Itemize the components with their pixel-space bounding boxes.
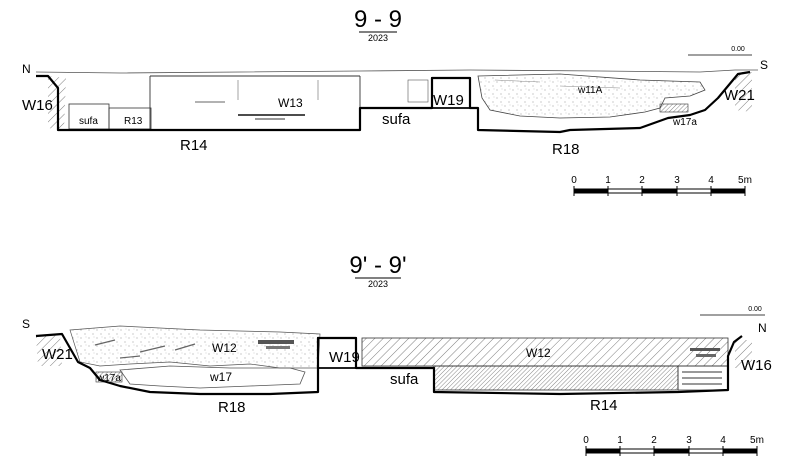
section-b-year: 2023 bbox=[368, 279, 388, 289]
section-9-9: 9 - 9 2023 0.00 N S W16 bbox=[22, 6, 768, 196]
scale-unit-label: 5m bbox=[750, 435, 764, 446]
label-w21: W21 bbox=[42, 346, 73, 363]
label-w12-right: W12 bbox=[526, 346, 551, 360]
label-w11a: w11A bbox=[577, 85, 603, 96]
w12-left-detail bbox=[94, 339, 196, 359]
w12-right-fill bbox=[361, 337, 729, 367]
scale-bar-a: 0 1 2 3 4 5m bbox=[571, 175, 752, 196]
scale-unit-label: 5m bbox=[738, 175, 752, 186]
scale-seg bbox=[642, 189, 677, 193]
label-w19: W19 bbox=[433, 92, 464, 109]
scale-tick-label: 0 bbox=[571, 175, 577, 186]
scale-tick-label: 3 bbox=[686, 435, 692, 446]
section-a-year: 2023 bbox=[368, 33, 388, 43]
w12-stone bbox=[258, 340, 294, 344]
label-w17: w17 bbox=[209, 370, 232, 384]
r18-detail bbox=[494, 79, 621, 89]
scale-tick-label: 1 bbox=[617, 435, 623, 446]
section-b-profile bbox=[35, 332, 743, 396]
sufa-block bbox=[407, 79, 429, 103]
section-9p-9p: 9' - 9' 2023 0.00 S N W21 bbox=[22, 252, 772, 456]
section-a-profile bbox=[36, 70, 751, 134]
label-w13: W13 bbox=[278, 96, 303, 110]
label-w12-left: W12 bbox=[212, 341, 237, 355]
datum-label: 0.00 bbox=[731, 46, 745, 53]
label-w19: W19 bbox=[329, 349, 360, 366]
label-sufa: sufa bbox=[390, 371, 419, 388]
direction-right: N bbox=[758, 321, 767, 335]
direction-left: S bbox=[22, 317, 30, 331]
scale-seg bbox=[711, 189, 745, 193]
label-r14: R14 bbox=[590, 397, 618, 414]
scale-bar-b: 0 1 2 3 4 5m bbox=[583, 435, 764, 456]
label-w21: W21 bbox=[724, 87, 755, 104]
direction-right: S bbox=[760, 58, 768, 72]
w16-stone bbox=[690, 348, 720, 351]
label-sufa-small: sufa bbox=[79, 116, 98, 127]
label-w16: W16 bbox=[22, 97, 53, 114]
w12-left-fill bbox=[69, 325, 321, 369]
section-b-title: 9' - 9' bbox=[349, 252, 406, 279]
scale-seg bbox=[654, 449, 689, 453]
w13-wall-outline bbox=[149, 75, 361, 130]
label-r13: R13 bbox=[124, 116, 143, 127]
scale-tick-label: 4 bbox=[720, 435, 726, 446]
section-a-title: 9 - 9 bbox=[354, 6, 402, 33]
w16-stone bbox=[696, 354, 716, 357]
label-r18: R18 bbox=[218, 399, 246, 416]
scale-seg bbox=[574, 189, 608, 193]
ground-surface bbox=[35, 69, 758, 74]
label-r18: R18 bbox=[552, 141, 580, 158]
scale-tick-label: 1 bbox=[605, 175, 611, 186]
label-w17a: w17a bbox=[672, 117, 697, 128]
w12-stone bbox=[266, 346, 290, 349]
label-r14: R14 bbox=[180, 137, 208, 154]
scale-tick-label: 2 bbox=[639, 175, 645, 186]
label-w17a: w17a bbox=[96, 373, 121, 384]
scale-seg bbox=[586, 449, 620, 453]
w17a-feature bbox=[659, 103, 689, 113]
wall-w21-fill bbox=[36, 334, 62, 366]
scale-seg bbox=[723, 449, 757, 453]
r14-fill bbox=[433, 365, 679, 391]
w17-outline bbox=[119, 365, 306, 389]
scale-tick-label: 4 bbox=[708, 175, 714, 186]
scale-tick-label: 0 bbox=[583, 435, 589, 446]
wall-w16-fill bbox=[735, 340, 752, 368]
direction-left: N bbox=[22, 62, 31, 76]
datum-label: 0.00 bbox=[748, 306, 762, 313]
scale-tick-label: 3 bbox=[674, 175, 680, 186]
label-sufa: sufa bbox=[382, 111, 411, 128]
wall-w21-fill bbox=[735, 72, 752, 112]
scale-tick-label: 2 bbox=[651, 435, 657, 446]
label-w16: W16 bbox=[741, 357, 772, 374]
